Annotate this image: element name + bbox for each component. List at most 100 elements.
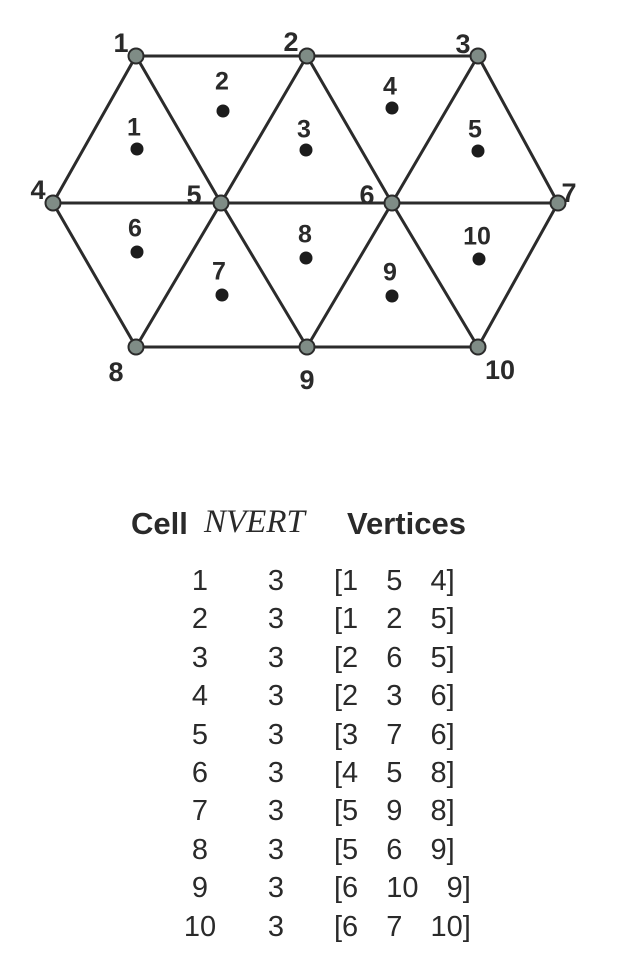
row-cell-number: 8 — [191, 833, 209, 866]
row-nvert-value: 3 — [267, 680, 285, 713]
row-vertex-list: [2 3 6] — [334, 680, 455, 713]
cell-label-3: 3 — [297, 116, 311, 144]
row-cell-number: 6 — [191, 756, 209, 789]
vertex-label-9: 9 — [299, 365, 314, 395]
row-cell-number: 4 — [191, 680, 209, 713]
mesh-edge-5-9 — [219, 201, 309, 349]
vertex-label-6: 6 — [359, 180, 374, 210]
vertex-label-8: 8 — [108, 357, 123, 387]
cell-table-header: Cell NVERT Vertices — [0, 504, 622, 556]
row-nvert-value: 3 — [267, 833, 285, 866]
cell-label-7: 7 — [212, 258, 226, 286]
cell-label-8: 8 — [298, 221, 312, 249]
mesh-edge-1-5 — [134, 54, 223, 205]
cell-centroid-markers: 1 2 3 4 5 6 7 8 9 10 — [127, 68, 491, 303]
cell-marker-2 — [216, 104, 230, 118]
vertex-label-3: 3 — [455, 29, 470, 59]
mesh-edge-2-5 — [219, 54, 309, 205]
vertex-node-1 — [127, 47, 145, 65]
row-cell-number: 9 — [191, 872, 209, 905]
cell-marker-9 — [385, 289, 399, 303]
table-row: 9 3 [6 10 9] — [0, 872, 622, 910]
vertex-node-5 — [212, 194, 230, 212]
table-row: 2 3 [1 2 5] — [0, 603, 622, 641]
vertex-node-3 — [469, 47, 487, 65]
vertex-label-10: 10 — [485, 355, 515, 385]
cell-label-2: 2 — [215, 68, 229, 96]
vertex-node-10 — [469, 338, 487, 356]
row-nvert-value: 3 — [267, 795, 285, 828]
cell-marker-10 — [472, 252, 486, 266]
mesh-edge-7-10 — [476, 201, 560, 349]
row-cell-number: 5 — [191, 718, 209, 751]
table-row: 8 3 [5 6 9] — [0, 834, 622, 872]
vertex-node-9 — [298, 338, 316, 356]
cell-vertex-table: 1 3 [1 5 4] 2 3 [1 2 5] 3 3 [2 6 5] 4 3 [2 3 6] 5 3 [3… — [0, 565, 622, 949]
mesh-edges — [51, 54, 560, 349]
cell-marker-5 — [471, 144, 485, 158]
vertex-label-2: 2 — [283, 27, 298, 57]
cell-label-6: 6 — [128, 215, 142, 243]
table-row: 1 3 [1 5 4] — [0, 565, 622, 603]
header-vertices: Vertices — [347, 506, 466, 541]
mesh-edge-3-7 — [476, 54, 560, 205]
cell-label-4: 4 — [383, 73, 397, 101]
mesh-edge-2-6 — [305, 54, 394, 205]
vertex-node-6 — [383, 194, 401, 212]
row-cell-number: 1 — [191, 565, 209, 597]
cell-marker-4 — [385, 101, 399, 115]
table-row: 5 3 [3 7 6] — [0, 719, 622, 757]
row-cell-number: 10 — [183, 910, 217, 943]
cell-label-9: 9 — [383, 259, 397, 287]
cell-marker-8 — [299, 251, 313, 265]
row-vertex-list: [6 10 9] — [334, 872, 471, 905]
mesh-edge-3-6 — [390, 54, 480, 205]
cell-marker-1 — [130, 142, 144, 156]
cell-marker-7 — [215, 288, 229, 302]
mesh-edge-6-9 — [305, 201, 394, 349]
table-row: 7 3 [5 9 8] — [0, 795, 622, 833]
row-vertex-list: [6 7 10] — [334, 910, 471, 943]
row-cell-number: 3 — [191, 641, 209, 674]
row-cell-number: 7 — [191, 795, 209, 828]
row-vertex-list: [5 9 8] — [334, 795, 455, 828]
row-vertex-list: [2 6 5] — [334, 641, 455, 674]
header-nvert: NVERT — [204, 504, 305, 540]
mesh-edge-1-4 — [51, 54, 138, 205]
vertex-label-7: 7 — [561, 178, 576, 208]
table-row: 6 3 [4 5 8] — [0, 757, 622, 795]
row-nvert-value: 3 — [267, 718, 285, 751]
row-vertex-list: [1 2 5] — [334, 603, 455, 636]
vertex-node-2 — [298, 47, 316, 65]
vertex-nodes: 1 2 3 4 5 6 7 8 9 10 — [30, 27, 576, 395]
cell-marker-6 — [130, 245, 144, 259]
table-row: 10 3 [6 7 10] — [0, 911, 622, 949]
row-nvert-value: 3 — [267, 872, 285, 905]
row-nvert-value: 3 — [267, 641, 285, 674]
row-nvert-value: 3 — [267, 603, 285, 636]
table-row: 4 3 [2 3 6] — [0, 680, 622, 718]
vertex-label-1: 1 — [113, 28, 128, 58]
row-nvert-value: 3 — [267, 910, 285, 943]
row-vertex-list: [5 6 9] — [334, 833, 455, 866]
vertex-node-4 — [44, 194, 62, 212]
mesh-edge-6-10 — [390, 201, 480, 349]
row-cell-number: 2 — [191, 603, 209, 636]
triangular-mesh-diagram: 1 2 3 4 5 6 7 8 9 10 1 2 3 4 5 6 7 8 9 10 — [30, 27, 576, 395]
header-cell: Cell — [131, 506, 188, 541]
row-nvert-value: 3 — [267, 565, 285, 597]
vertex-label-5: 5 — [186, 180, 201, 210]
row-vertex-list: [4 5 8] — [334, 756, 455, 789]
cell-label-1: 1 — [127, 114, 141, 142]
vertex-label-4: 4 — [30, 175, 45, 205]
cell-label-10: 10 — [463, 223, 491, 251]
row-vertex-list: [1 5 4] — [334, 565, 455, 597]
vertex-node-7 — [549, 194, 567, 212]
vertex-node-8 — [127, 338, 145, 356]
cell-label-5: 5 — [468, 116, 482, 144]
table-row: 3 3 [2 6 5] — [0, 642, 622, 680]
row-nvert-value: 3 — [267, 756, 285, 789]
mesh-edge-5-8 — [134, 201, 223, 349]
row-vertex-list: [3 7 6] — [334, 718, 455, 751]
mesh-edge-4-8 — [51, 201, 138, 349]
